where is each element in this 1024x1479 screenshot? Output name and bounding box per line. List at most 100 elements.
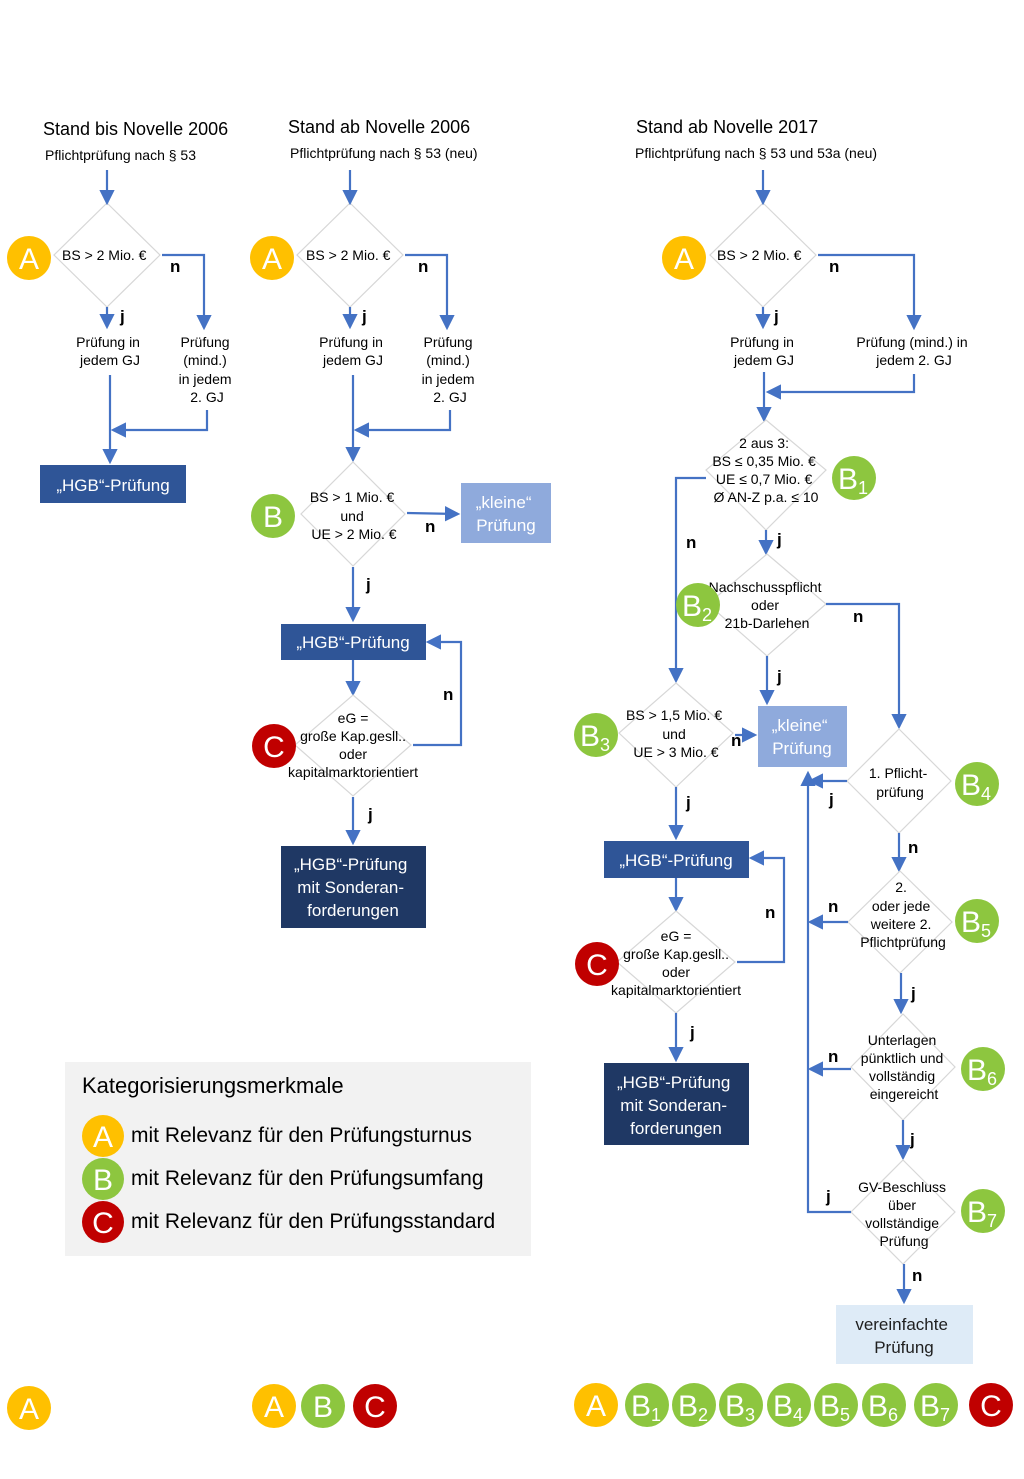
col1-hgb-label: „HGB“-Prüfung	[56, 476, 169, 495]
svg-text:C: C	[364, 1391, 386, 1424]
badge-a-col1: A	[7, 236, 51, 280]
col2-hgb-sonder-box	[281, 846, 426, 928]
col3-hgb-box	[604, 841, 749, 878]
col3-no-pflicht2: n	[828, 897, 838, 916]
col3-pruefung-gj: Prüfung in jedem GJ	[730, 334, 798, 368]
legend-text-b: mit Relevanz für den Prüfungsumfang	[131, 1167, 484, 1190]
svg-text:B: B	[967, 1054, 987, 1087]
col2-title: Stand ab Novelle 2006	[288, 117, 470, 137]
col2-hgb-box	[281, 624, 426, 660]
svg-text:B: B	[920, 1390, 940, 1423]
col1-pruefung-2gj: Prüfung (mind.) in jedem 2. GJ	[179, 334, 236, 405]
svg-text:B: B	[868, 1390, 888, 1423]
col2-arrow-kleine	[406, 506, 461, 522]
svg-text:5: 5	[840, 1405, 850, 1425]
col3-decision-unterlagen	[850, 1013, 956, 1121]
summary-col1-a: A	[7, 1386, 51, 1430]
svg-text:1: 1	[651, 1405, 661, 1425]
svg-text:A: A	[93, 1121, 113, 1154]
col3-no2: n	[853, 607, 863, 626]
svg-text:B: B	[838, 463, 858, 496]
summary-col3-b7: B 7	[914, 1383, 958, 1427]
col2-yes2: j	[365, 575, 371, 594]
summary-col2-a: A	[252, 1384, 296, 1428]
col3-title: Stand ab Novelle 2017	[636, 117, 818, 137]
col3-hgb-sonder-label: „HGB“-Prüfung mit Sonderan- forderungen	[617, 1073, 735, 1138]
col3-subtitle: Pflichtprüfung nach § 53 und 53a (neu)	[635, 145, 877, 161]
col1-bs-label: BS > 2 Mio. €	[62, 247, 147, 263]
col3-yes-gv: j	[825, 1187, 831, 1206]
col3-no-gv: n	[912, 1266, 922, 1285]
col3-pflicht2-label: 2. oder jede weitere 2. Pflichtprüfung	[860, 879, 946, 950]
col3-no3: n	[731, 731, 741, 750]
svg-text:B: B	[682, 590, 702, 623]
summary-row: A A B C A B 1 B 2 B 3	[7, 1383, 1013, 1430]
legend-item-b: B mit Relevanz für den Prüfungsumfang	[82, 1158, 484, 1200]
badge-b2-col3: B 2	[676, 583, 720, 627]
col2-no-loop: n	[443, 685, 453, 704]
col2-no-kleine: n	[425, 517, 435, 536]
col3-arrow-n	[818, 253, 922, 331]
col2-kleine-label: „kleine“ Prüfung	[476, 493, 536, 535]
col2-arrow-merge2	[353, 410, 452, 438]
svg-text:6: 6	[987, 1069, 997, 1089]
legend-text-c: mit Relevanz für den Prüfungsstandard	[131, 1210, 495, 1233]
col2-pruefung-gj: Prüfung in jedem GJ	[319, 334, 387, 368]
col3-bs-label: BS > 2 Mio. €	[717, 247, 802, 263]
col2-yes3: j	[367, 805, 373, 824]
col3-decision-pflicht1	[846, 728, 952, 834]
svg-text:A: A	[264, 1391, 284, 1424]
col1-title: Stand bis Novelle 2006	[43, 119, 228, 139]
col2-kleine-box	[461, 483, 551, 543]
svg-text:B: B	[678, 1390, 698, 1423]
col3-no-pflicht1: n	[908, 838, 918, 857]
badge-b4-col3: B 4	[955, 762, 999, 806]
col3-arrow-n2	[826, 602, 907, 730]
summary-col3-b3: B 3	[719, 1383, 763, 1427]
summary-col2-b: B	[301, 1384, 345, 1428]
col2-yes: j	[361, 307, 367, 326]
col3-unterlagen-label: Unterlagen pünktlich und vollständig ein…	[861, 1032, 947, 1102]
legend-item-a: A mit Relevanz für den Prüfungsturnus	[82, 1115, 472, 1157]
summary-col3-b2: B 2	[672, 1383, 716, 1427]
svg-text:4: 4	[793, 1405, 803, 1425]
col1-yes: j	[119, 307, 125, 326]
svg-text:B: B	[631, 1390, 651, 1423]
col3-vereinfacht-box	[836, 1305, 973, 1364]
col3-no1: n	[686, 533, 696, 552]
svg-text:B: B	[967, 1196, 987, 1229]
svg-text:A: A	[19, 243, 39, 276]
svg-text:A: A	[19, 1393, 39, 1426]
col3-arrow-j-gv	[800, 770, 851, 1214]
col2-eg-label: eG = große Kap.gesll.. oder kapitalmarkt…	[288, 710, 418, 780]
svg-text:5: 5	[981, 921, 991, 941]
legend: Kategorisierungsmerkmale A mit Relevanz …	[65, 1062, 531, 1256]
col2-hgb-sonder-label: „HGB“-Prüfung mit Sonderan- forderungen	[294, 855, 412, 920]
col3-yes2: j	[776, 667, 782, 686]
svg-text:B: B	[580, 720, 600, 753]
svg-text:2: 2	[702, 605, 712, 625]
svg-text:A: A	[586, 1390, 606, 1423]
col2-arrow-loop	[413, 634, 463, 747]
col2-arrow-n	[405, 253, 455, 331]
svg-text:C: C	[92, 1207, 114, 1240]
svg-text:C: C	[263, 731, 285, 764]
svg-text:1: 1	[858, 478, 868, 498]
badge-b-col2: B	[251, 494, 295, 538]
svg-text:3: 3	[745, 1405, 755, 1425]
col3-flow: BS > 2 Mio. € j n Prüfung in jedem GJ Pr…	[604, 170, 973, 1364]
summary-col3-b6: B 6	[862, 1383, 906, 1427]
svg-text:3: 3	[600, 735, 610, 755]
svg-text:B: B	[773, 1390, 793, 1423]
legend-text-a: mit Relevanz für den Prüfungsturnus	[131, 1124, 472, 1147]
col2-pruefung-2gj: Prüfung (mind.) in jedem 2. GJ	[422, 334, 479, 405]
col3-pflicht1-label: 1. Pflicht- prüfung	[869, 765, 931, 800]
badge-b1-col3: B 1	[832, 456, 876, 500]
col2-subtitle: Pflichtprüfung nach § 53 (neu)	[290, 145, 478, 161]
col3-bs15-label: BS > 1,5 Mio. € und UE > 3 Mio. €	[626, 707, 726, 760]
badge-b6-col3: B 6	[961, 1047, 1005, 1091]
badge-b5-col3: B 5	[955, 899, 999, 943]
svg-text:B: B	[820, 1390, 840, 1423]
col3-no-unterlagen: n	[828, 1047, 838, 1066]
